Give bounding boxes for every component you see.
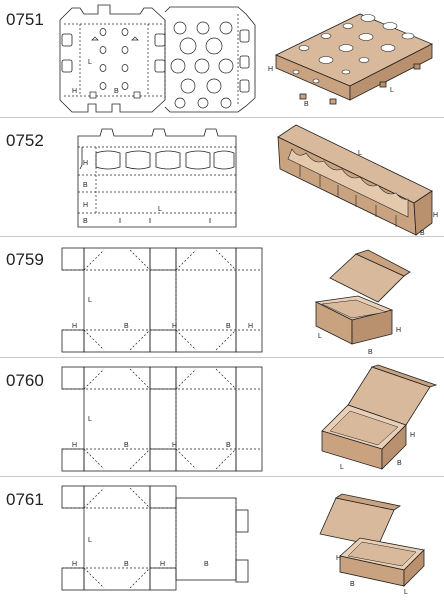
box-3d-0760 [321, 364, 438, 470]
dim-b-flat-1: B [83, 182, 88, 189]
row-code: 0752 [6, 131, 44, 150]
dim-l-3d: L [318, 333, 322, 340]
cutout-holes-left [89, 28, 141, 99]
dieline-flat [77, 128, 237, 228]
dim-b-flat: B [114, 88, 119, 95]
dim-b-flat-1: B [124, 561, 129, 568]
dim-l-3d: L [358, 150, 362, 157]
box-3d-0752 [277, 124, 433, 236]
diagram-0759: L H B H B H L B H [61, 247, 411, 356]
catalog-row-0760: 0760 L H B H B [0, 357, 444, 476]
dim-h-flat-2: H [83, 202, 88, 209]
dieline-flat [61, 247, 263, 353]
dim-l-flat: L [88, 416, 92, 423]
dieline-folds [62, 487, 237, 589]
dim-h-3d: H [410, 432, 415, 439]
separator-3 [0, 357, 444, 358]
dim-b-flat-1: B [124, 323, 129, 330]
dim-h-flat-2: H [160, 561, 165, 568]
dim-l-3d: L [340, 464, 344, 471]
dim-b-flat-2: B [226, 442, 231, 449]
dim-h-flat-2: H [172, 442, 177, 449]
diagram-0760: L H B H B L B H [61, 364, 438, 472]
dim-l-3d: L [390, 87, 394, 94]
row-code: 0751 [6, 10, 44, 29]
separator-4 [0, 476, 444, 477]
dim-h-3d: H [396, 327, 401, 334]
dim-h-flat-2: H [172, 323, 177, 330]
catalog-row-0751: 0751 [0, 0, 444, 117]
dim-b-flat-2: B [226, 323, 231, 330]
dim-h-flat-1: H [72, 561, 77, 568]
dim-h-3d: H [268, 66, 273, 73]
catalog-row-0752: 0752 H B H B L [0, 117, 444, 237]
dim-b-3d: B [397, 460, 402, 467]
box-3d-0751 [275, 13, 433, 105]
dim-b-3d: B [304, 101, 309, 108]
box-3d-folds [351, 275, 405, 344]
dieline-folds [62, 368, 262, 470]
diagram-0751: L H B H B L [59, 4, 433, 113]
dim-b-flat-1: B [124, 442, 129, 449]
dim-h-3d: H [433, 212, 438, 219]
dim-l-3d: L [404, 589, 408, 596]
dim-b-3d: B [420, 230, 425, 237]
dim-h-flat-1: H [83, 160, 88, 167]
dim-l-flat: L [88, 297, 92, 304]
dieline-folds [64, 14, 239, 106]
catalog-row-0761: 0761 L H B H B [0, 476, 444, 600]
dieline-folds [78, 146, 236, 214]
dieline-flat [61, 366, 263, 472]
dim-h-flat: H [72, 88, 77, 95]
dim-h-flat-1: H [72, 442, 77, 449]
dim-h-3d: H [336, 555, 341, 562]
row-code: 0761 [6, 490, 44, 509]
dieline-flat [59, 4, 256, 113]
catalog-row-0759: 0759 L H B H [0, 236, 444, 357]
dim-b-3d: B [350, 581, 355, 588]
dim-l-flat: L [88, 537, 92, 544]
dim-l-flat: L [158, 206, 162, 213]
cutout-holes-right [170, 21, 234, 109]
dim-h-flat-3: H [248, 323, 253, 330]
box-3d-0761 [319, 493, 425, 587]
diagram-0761: L H B H B H B L [61, 485, 425, 596]
dim-b-3d: B [368, 349, 373, 356]
row-code: 0759 [6, 250, 44, 269]
separator-1 [0, 117, 444, 118]
dim-h-flat-1: H [72, 323, 77, 330]
dim-b-flat-2: B [83, 218, 88, 225]
row-code: 0760 [6, 371, 44, 390]
diagram-0752: H B H B L L H B [77, 124, 438, 237]
separator-2 [0, 236, 444, 237]
dieline-folds [62, 249, 262, 351]
dim-b-flat-2: B [204, 561, 209, 568]
dim-l-flat: L [88, 59, 92, 66]
